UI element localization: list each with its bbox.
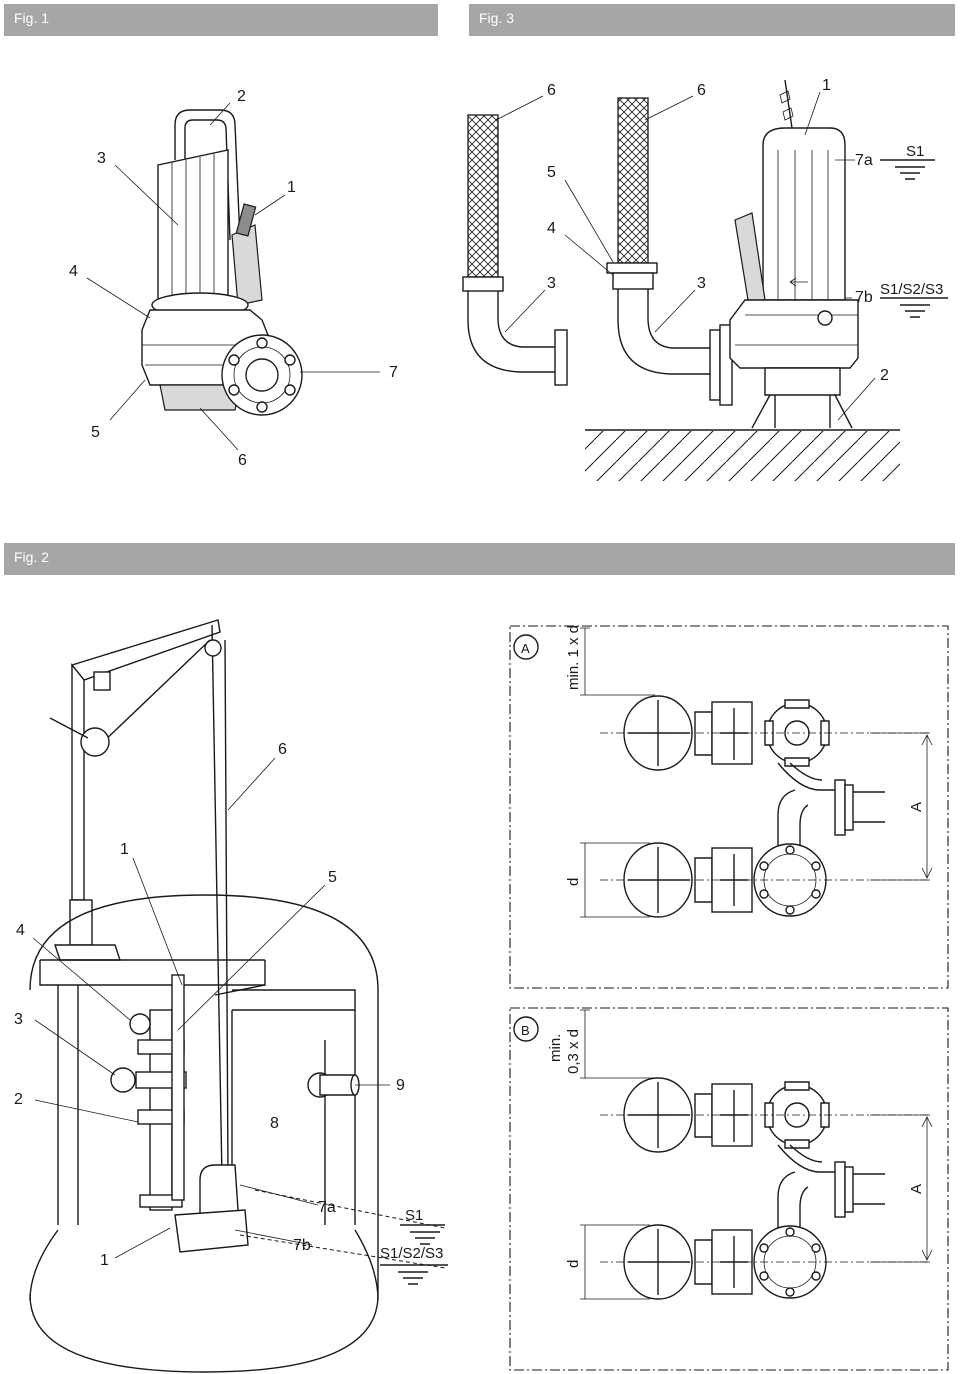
fig2-callout-1-top: 1 bbox=[120, 841, 129, 858]
detail-b-labels: B min. 0,3 x d d A bbox=[521, 1023, 925, 1268]
fig3-callouts: 6 6 5 4 3 3 1 7a 7b 2 S1 S1/S2/S3 bbox=[547, 77, 943, 384]
detail-b-tag: B bbox=[521, 1023, 530, 1038]
detail-a-drawing bbox=[509, 625, 949, 989]
fig3-title: Fig. 3 bbox=[479, 10, 515, 26]
fig3-header: Fig. 3 bbox=[469, 4, 955, 36]
fig1-callout-1: 1 bbox=[287, 179, 296, 196]
fig3-level-s123: S1/S2/S3 bbox=[880, 281, 943, 298]
fig1-callout-6: 6 bbox=[238, 452, 247, 469]
fig3-callout-7b: 7b bbox=[855, 289, 873, 306]
detail-b-clearance-line1: min. bbox=[547, 1034, 564, 1062]
fig1-title: Fig. 1 bbox=[14, 10, 50, 26]
fig3-level-s1: S1 bbox=[906, 143, 924, 160]
fig3-callout-5: 5 bbox=[547, 164, 556, 181]
fig1-callout-3: 3 bbox=[97, 150, 106, 167]
fig2-callouts: 6 1 5 4 3 2 9 8 7a 7b 1 S1 S1/S2/S3 bbox=[14, 741, 443, 1269]
fig1-callout-5: 5 bbox=[91, 424, 100, 441]
fig1-callout-2: 2 bbox=[237, 88, 246, 105]
detail-a-labels: A min. 1 x d d A bbox=[521, 625, 925, 886]
fig2-header: Fig. 2 bbox=[4, 543, 955, 575]
fig2-callout-6: 6 bbox=[278, 741, 287, 758]
detail-b-spacing: A bbox=[908, 1184, 925, 1194]
fig1-callout-4: 4 bbox=[69, 263, 78, 280]
fig3-callout-7a: 7a bbox=[855, 152, 873, 169]
fig2-callout-1-bottom: 1 bbox=[100, 1252, 109, 1269]
detail-a-spacing: A bbox=[908, 802, 925, 812]
fig2-title: Fig. 2 bbox=[14, 549, 50, 565]
fig2-callout-9: 9 bbox=[396, 1077, 405, 1094]
fig2-callout-5: 5 bbox=[328, 869, 337, 886]
fig2-callout-4: 4 bbox=[16, 922, 25, 939]
detail-a-tag: A bbox=[521, 641, 530, 656]
fig2-callout-8: 8 bbox=[270, 1115, 279, 1132]
fig1-callouts: 2 3 1 4 7 5 6 bbox=[69, 88, 398, 469]
fig3-callout-6b: 6 bbox=[697, 82, 706, 99]
fig3-callout-1: 1 bbox=[822, 77, 831, 94]
detail-a-clearance: min. 1 x d bbox=[565, 625, 582, 690]
detail-a-diameter: d bbox=[565, 878, 582, 886]
detail-b-clearance-line2: 0,3 x d bbox=[565, 1029, 582, 1074]
fig2-level-s123: S1/S2/S3 bbox=[380, 1245, 443, 1262]
fig3-callout-6a: 6 bbox=[547, 82, 556, 99]
fig2-level-s1: S1 bbox=[405, 1207, 423, 1224]
fig1-callout-7: 7 bbox=[389, 364, 398, 381]
fig2-callout-3: 3 bbox=[14, 1011, 23, 1028]
fig3-callout-3b: 3 bbox=[697, 275, 706, 292]
detail-b-drawing bbox=[509, 1007, 949, 1371]
fig2-callout-7a: 7a bbox=[318, 1199, 336, 1216]
fig3-drawing bbox=[462, 79, 948, 481]
fig1-pump-drawing bbox=[86, 102, 380, 451]
fig3-callout-4: 4 bbox=[547, 220, 556, 237]
fig3-callout-2: 2 bbox=[880, 367, 889, 384]
fig3-callout-3a: 3 bbox=[547, 275, 556, 292]
fig2-callout-7b: 7b bbox=[293, 1237, 311, 1254]
detail-b-diameter: d bbox=[565, 1260, 582, 1268]
fig1-header: Fig. 1 bbox=[4, 4, 438, 36]
fig2-callout-2: 2 bbox=[14, 1091, 23, 1108]
fig2-shaft-drawing bbox=[29, 619, 448, 1373]
